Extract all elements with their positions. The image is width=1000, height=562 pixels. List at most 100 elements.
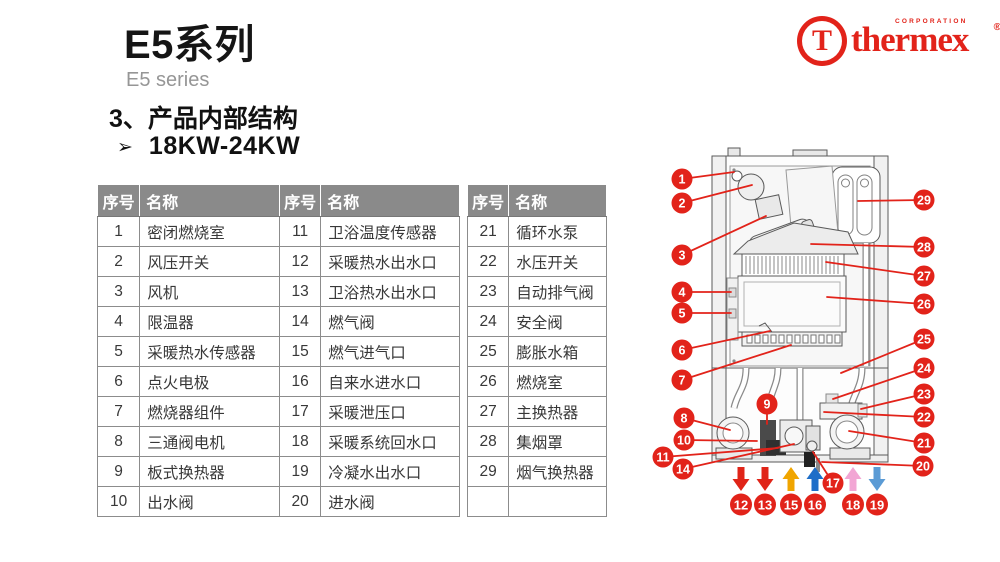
gas-valve-cluster — [779, 419, 821, 453]
column-header: 名称 — [139, 184, 282, 217]
callout-1: 1 — [671, 168, 735, 190]
arrow-bullet-icon: ➢ — [117, 137, 133, 158]
part-name-cell: 循环水泵 — [508, 216, 607, 247]
part-name-cell: 自来水进水口 — [320, 366, 460, 397]
callout-number: 8 — [681, 412, 688, 426]
callout-number: 22 — [917, 411, 931, 425]
column-header: 序号 — [466, 184, 510, 217]
column-header: 名称 — [320, 184, 460, 217]
main-heat-exchanger-fins — [741, 253, 845, 277]
part-name-cell: 限温器 — [139, 306, 282, 337]
callout-badge — [913, 357, 935, 379]
callout-badge — [913, 265, 935, 287]
part-number-cell: 21 — [466, 216, 510, 247]
part-name-cell: 采暖系统回水口 — [320, 426, 460, 457]
section-heading: 3、产品内部结构 — [109, 105, 298, 133]
part-number-cell: 1 — [96, 216, 141, 247]
column-header: 序号 — [278, 184, 322, 217]
part-number-cell: 10 — [96, 486, 141, 517]
header-row: 序号名称 — [278, 184, 460, 217]
callout-4: 4 — [671, 281, 732, 303]
callout-28: 28 — [810, 236, 935, 258]
callout-number: 27 — [917, 270, 931, 284]
callout-badge — [756, 393, 778, 415]
part-number-cell: 15 — [278, 336, 322, 367]
callout-badge — [673, 429, 695, 451]
part-number-cell: 6 — [96, 366, 141, 397]
combustion-chamber — [726, 275, 847, 341]
part-name-cell: 烟气换热器 — [508, 456, 607, 487]
callout-number: 21 — [917, 437, 931, 451]
part-name-cell: 采暖泄压口 — [320, 396, 460, 427]
part-name-cell: 主换热器 — [508, 396, 607, 427]
callout-badge — [842, 493, 864, 516]
callout-6: 6 — [671, 330, 771, 361]
callout-24: 24 — [832, 357, 935, 400]
callout-badge — [913, 432, 935, 454]
circulation-pump-right — [829, 414, 871, 460]
logo-monogram: T — [811, 24, 832, 57]
callout-badge — [671, 302, 693, 324]
callout-badge — [804, 493, 826, 516]
callout-badge — [671, 339, 693, 361]
callout-11: 11 — [652, 446, 779, 468]
page-subtitle: E5 series — [126, 69, 210, 91]
callout-badge — [913, 236, 935, 258]
part-name-cell: 板式换热器 — [139, 456, 282, 487]
callout-badge — [671, 168, 693, 190]
down-arrow-icon — [732, 467, 750, 491]
down-arrow-icon — [868, 467, 886, 491]
part-number-cell: 5 — [96, 336, 141, 367]
ignition-electrode — [758, 322, 773, 333]
part-number-cell: 17 — [278, 396, 322, 427]
callout-number: 14 — [676, 463, 690, 477]
burner-assembly — [741, 322, 843, 347]
column-header: 名称 — [508, 184, 607, 217]
callout-badge — [671, 192, 693, 214]
callout-badge — [822, 472, 844, 494]
callout-number: 17 — [826, 477, 840, 491]
callout-badge — [913, 293, 935, 315]
part-name-cell: 卫浴热水出水口 — [320, 276, 460, 307]
part-name-cell: 风压开关 — [139, 246, 282, 277]
part-number-cell: 18 — [278, 426, 322, 457]
callout-number: 18 — [846, 497, 860, 512]
flow-arrow-13: 13 — [754, 467, 776, 516]
callout-14: 14 — [672, 443, 795, 480]
part-name-cell: 三通阀电机 — [139, 426, 282, 457]
callout-badge — [912, 455, 934, 477]
flow-arrow-12: 12 — [730, 467, 752, 516]
callout-10: 10 — [673, 429, 758, 451]
callout-number: 15 — [784, 497, 798, 512]
callout-number: 13 — [758, 497, 772, 512]
part-number-cell: 26 — [466, 366, 510, 397]
callout-number: 24 — [917, 362, 931, 376]
callout-number: 4 — [679, 286, 686, 300]
part-number-cell: 4 — [96, 306, 141, 337]
part-name-cell — [508, 486, 607, 517]
callout-badge — [671, 281, 693, 303]
part-name-cell: 集烟罩 — [508, 426, 607, 457]
callout-8: 8 — [673, 407, 731, 431]
callout-number: 9 — [764, 398, 771, 412]
callout-number: 1 — [679, 173, 686, 187]
part-number-cell: 22 — [466, 246, 510, 277]
column-header: 序号 — [96, 184, 141, 217]
